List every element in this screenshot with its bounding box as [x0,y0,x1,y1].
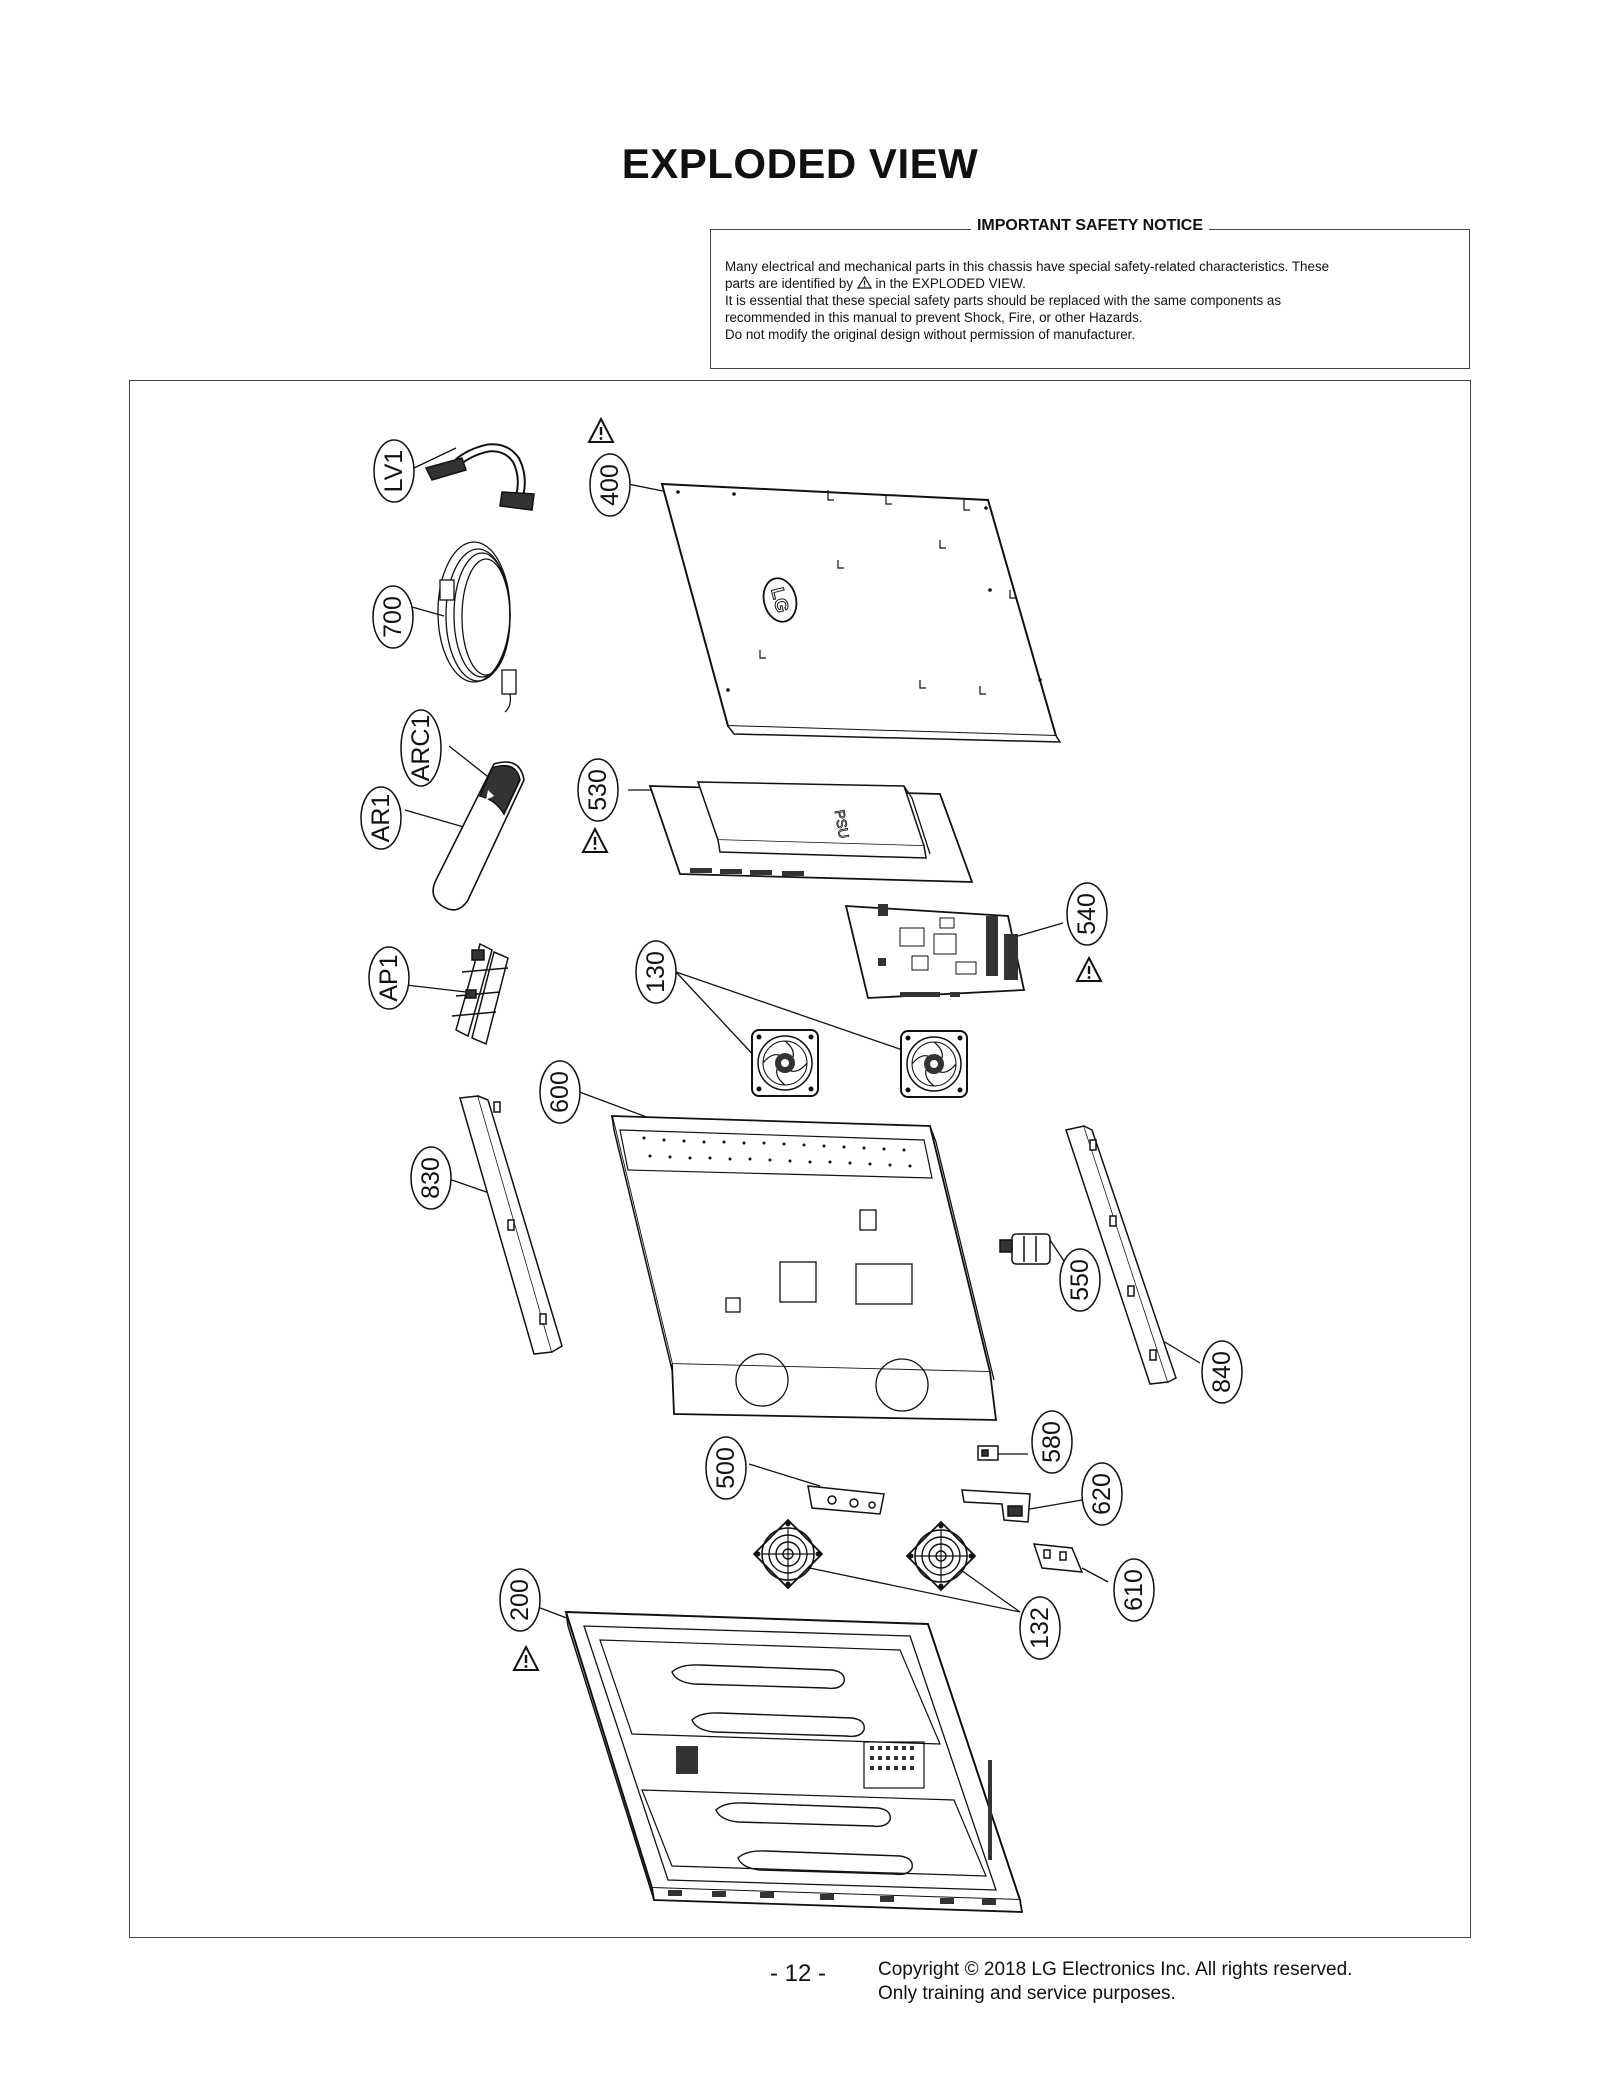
notice-line: It is essential that these special safet… [725,293,1282,308]
power-cord-part [437,541,517,713]
svg-text:550: 550 [1066,1259,1094,1301]
svg-text:400: 400 [596,464,624,506]
page-number: - 12 - [770,1960,827,1987]
back-cover-part: LG [660,482,1062,743]
warning-triangle-icon [512,1645,540,1672]
svg-text:500: 500 [712,1447,740,1489]
speaker-part [999,1233,1051,1265]
callout-610: 610 [1113,1558,1155,1622]
svg-text:540: 540 [1073,893,1101,935]
safety-notice-heading: IMPORTANT SAFETY NOTICE [970,217,1210,234]
callout-132: 132 [1019,1596,1061,1660]
notice-line: recommended in this manual to prevent Sh… [725,310,1143,325]
callout-ar1: AR1 [360,786,402,850]
warning-triangle-icon [587,417,615,444]
callout-500: 500 [705,1436,747,1500]
page-title: EXPLODED VIEW [621,140,979,187]
power-supply-board-part: PSU [648,781,974,883]
callout-200: 200 [499,1568,541,1632]
warning-triangle-icon [1075,956,1103,983]
bracket-620-part [961,1489,1031,1523]
svg-text:ARC1: ARC1 [407,715,435,782]
copyright-text: Copyright © 2018 LG Electronics Inc. All… [878,1959,1353,1980]
svg-text:200: 200 [506,1579,534,1621]
svg-text:830: 830 [417,1157,445,1199]
callout-130: 130 [635,940,677,1004]
svg-text:LV1: LV1 [380,450,408,493]
notice-line: in the EXPLODED VIEW. [875,276,1026,291]
safety-notice-box: IMPORTANT SAFETY NOTICE Many electrical … [710,217,1470,369]
lvds-cable-part [424,443,535,511]
diagram-frame [129,380,1471,1938]
bracket-500-part [807,1485,885,1515]
callout-700: 700 [372,585,414,649]
notice-line: Many electrical and mechanical parts in … [725,259,1330,274]
callout-550: 550 [1059,1248,1101,1312]
callout-580: 580 [1031,1410,1073,1474]
callout-lv1: LV1 [373,439,415,503]
copyright-notice: Copyright © 2018 LG Electronics Inc. All… [878,1958,1352,2006]
part-580 [977,1445,999,1461]
svg-text:580: 580 [1038,1421,1066,1463]
leader-lines [404,447,1201,1621]
fan-grill-part [753,1519,823,1589]
front-frame-part [564,1610,1024,1913]
main-board-part [844,904,1026,999]
usage-text: Only training and service purposes. [878,1983,1176,2004]
svg-text:AR1: AR1 [367,794,395,843]
callout-600: 600 [539,1060,581,1124]
callout-840: 840 [1201,1340,1243,1404]
svg-text:600: 600 [546,1071,574,1113]
svg-text:840: 840 [1208,1351,1236,1393]
left-bracket-part [459,1095,563,1355]
ap1-bracket-part [451,942,509,1046]
remote-control-part [432,761,525,911]
main-chassis-part [610,1115,998,1421]
svg-text:530: 530 [584,769,612,811]
warning-triangle-icon [856,275,872,289]
psu-label: PSU [832,808,853,839]
callout-ap1: AP1 [368,946,410,1010]
right-bracket-part [1065,1125,1177,1385]
callout-400: 400 [589,453,631,517]
callout-540: 540 [1066,882,1108,946]
svg-text:132: 132 [1026,1607,1054,1649]
safety-notice-body: Many electrical and mechanical parts in … [725,258,1455,343]
warning-triangle-icon [581,827,609,854]
callout-530: 530 [577,758,619,822]
svg-text:610: 610 [1120,1569,1148,1611]
callout-620: 620 [1081,1462,1123,1526]
svg-text:130: 130 [642,951,670,993]
svg-text:700: 700 [379,596,407,638]
fan-grill-part [906,1521,976,1591]
notice-line: parts are identified by [725,276,854,291]
callout-830: 830 [410,1146,452,1210]
bracket-610-part [1032,1543,1084,1573]
svg-text:AP1: AP1 [375,954,403,1001]
callout-labels: LV1 400 700 ARC1 AR1 530 540 AP1 [360,439,1243,1660]
fan-part [900,1030,968,1098]
fan-part [751,1029,819,1097]
notice-line: Do not modify the original design withou… [725,327,1136,342]
svg-text:620: 620 [1088,1473,1116,1515]
callout-arc1: ARC1 [400,709,442,787]
